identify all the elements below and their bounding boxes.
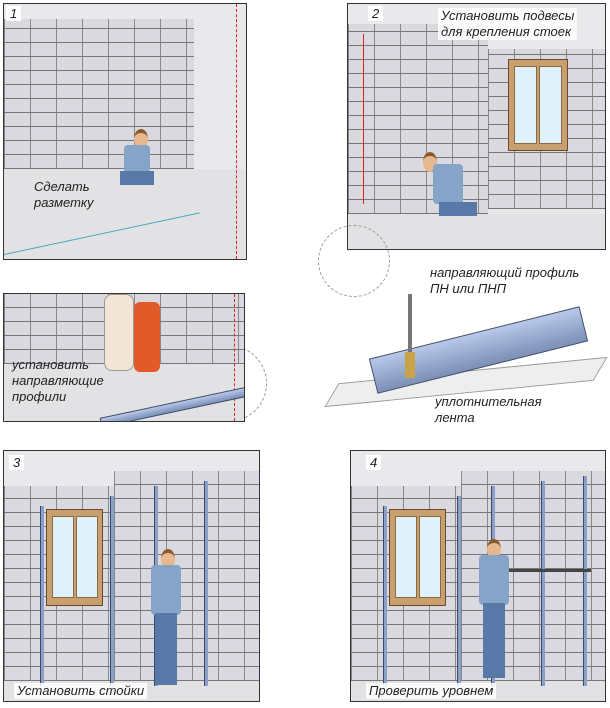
step-caption: Проверить уровнем	[366, 683, 497, 699]
level-tool	[501, 569, 591, 572]
step-caption: Установить стойки	[14, 683, 148, 699]
stud	[383, 506, 387, 686]
stud	[583, 476, 587, 686]
floor	[4, 364, 244, 421]
brick-wall-right	[114, 471, 259, 681]
drill	[134, 302, 160, 372]
plumb-line	[363, 34, 364, 204]
dowel	[405, 352, 415, 378]
step-number: 3	[9, 455, 25, 470]
window	[389, 509, 446, 606]
window	[46, 509, 103, 606]
marking-line	[234, 294, 235, 421]
hand	[104, 294, 134, 371]
stud	[457, 496, 461, 686]
stud	[541, 481, 545, 686]
step-3-panel: 3 Установить стойки	[3, 450, 260, 702]
step-4-panel: 4 Проверить уровнем	[350, 450, 606, 702]
detail-callout-circle	[318, 225, 390, 297]
stud	[110, 496, 114, 686]
step-number: 1	[6, 6, 22, 21]
step-number: 4	[366, 455, 382, 470]
floor	[348, 214, 605, 249]
stud	[40, 506, 44, 686]
screw-icon	[408, 294, 412, 374]
brick-wall-left	[348, 24, 488, 214]
brick-wall	[4, 19, 194, 169]
window	[508, 59, 568, 151]
marking-line	[236, 4, 237, 259]
stud	[204, 481, 208, 686]
step-number: 2	[368, 6, 384, 21]
